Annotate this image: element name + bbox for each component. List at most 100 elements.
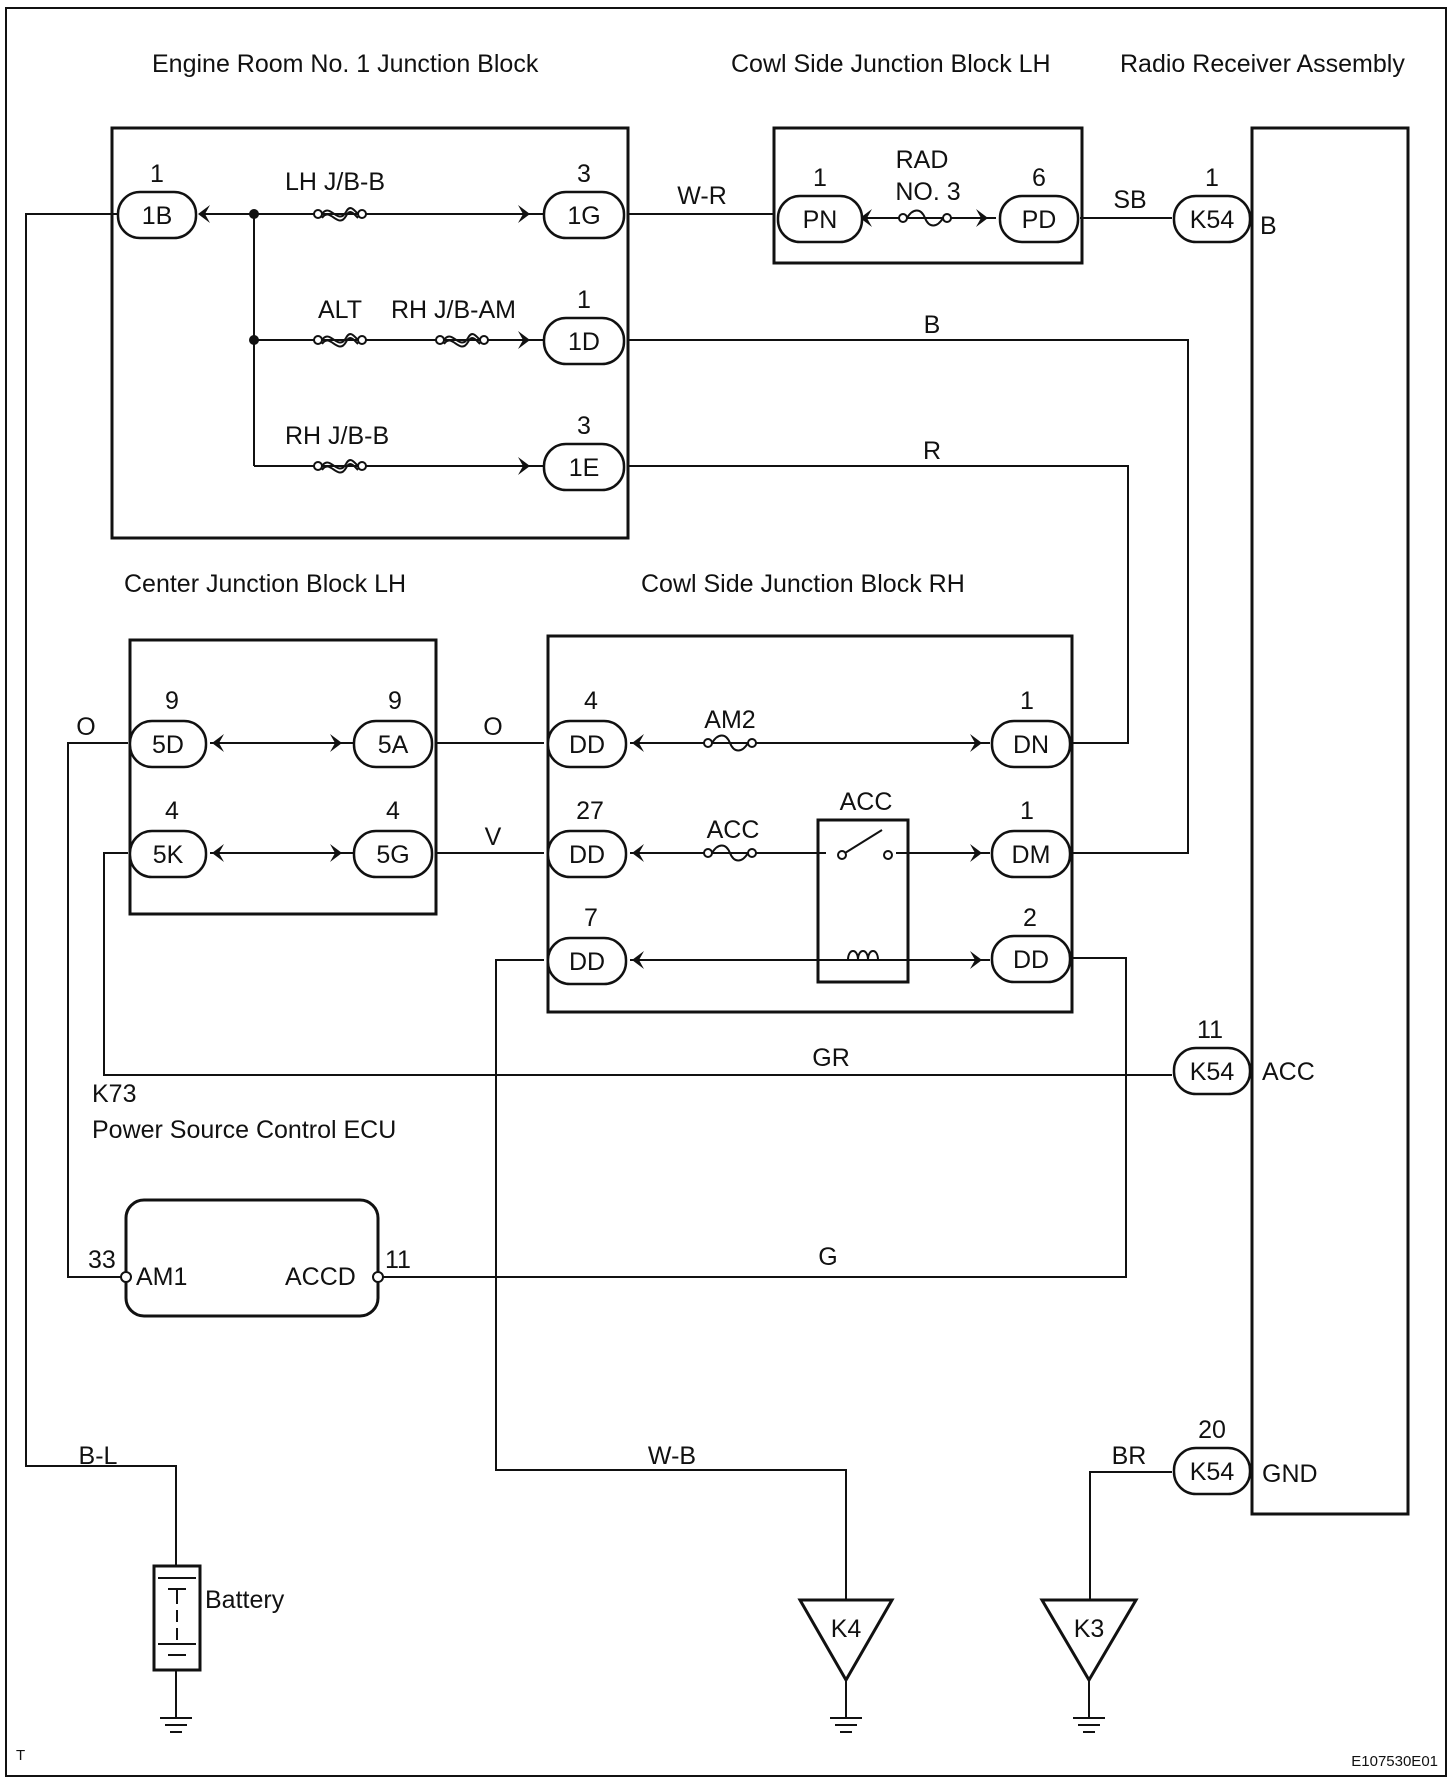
battery-label: Battery (205, 1586, 285, 1614)
pin-number: 1 (813, 164, 827, 192)
fuse-label: RAD (896, 146, 949, 174)
outer-frame (5, 7, 1447, 1777)
connectors (116, 190, 1252, 1496)
fuse-label: ALT (318, 296, 362, 324)
connector-code: K54 (1190, 1458, 1235, 1486)
pin-number: 27 (576, 797, 604, 825)
wire-color-label: V (485, 823, 502, 851)
connector-code: PN (803, 206, 838, 234)
connector-code: DN (1013, 731, 1049, 759)
wire-color-label: B (924, 311, 941, 339)
splice-dot (249, 335, 259, 345)
connector-code: 1D (568, 328, 600, 356)
connector-code: 1B (142, 202, 173, 230)
ecu-pin-number: 11 (385, 1246, 411, 1274)
ground-label-k3: K3 (1074, 1615, 1105, 1643)
pin-number: 11 (1197, 1016, 1223, 1044)
ecu-pin-name: ACCD (285, 1263, 356, 1291)
cowl-lh-title: Cowl Side Junction Block LH (731, 50, 1051, 78)
connector-code: 1G (567, 202, 600, 230)
splice-dot (249, 209, 259, 219)
wire-color-label: GR (812, 1044, 850, 1072)
acc-relay-box (816, 818, 910, 984)
connector-code: DD (1013, 946, 1049, 974)
pin-number: 1 (150, 160, 164, 188)
cowl-rh-junction-box (546, 634, 1074, 1014)
wire-color-label: R (923, 437, 941, 465)
connector-code: 5A (378, 731, 409, 759)
connector-code: 5D (152, 731, 184, 759)
ecu-box (124, 1198, 380, 1318)
wire-color-label: W-B (648, 1442, 696, 1470)
fuse-acc (703, 844, 757, 862)
ecu-name: Power Source Control ECU (92, 1116, 396, 1144)
pin-number: 3 (577, 160, 591, 188)
ground-icon (159, 1717, 193, 1733)
cowl-rh-title: Cowl Side Junction Block RH (641, 570, 965, 598)
wire-color-label: O (483, 713, 502, 741)
ecu-pin-number: 33 (88, 1246, 116, 1274)
pin-number: 4 (584, 687, 598, 715)
wire-color-label: SB (1113, 186, 1146, 214)
center-junction-box (128, 638, 438, 916)
pin-number: 4 (386, 797, 400, 825)
acc-relay-contacts (837, 829, 893, 961)
wire-color-label: W-R (677, 182, 727, 210)
pin-number: 7 (584, 904, 598, 932)
pin-number: 9 (388, 687, 402, 715)
pin-number: 2 (1023, 904, 1037, 932)
connector-code: DD (569, 731, 605, 759)
radio-receiver-box (1250, 126, 1410, 1516)
pin-number: 20 (1198, 1416, 1226, 1444)
connector-code: DD (569, 948, 605, 976)
ecu-pin-am1 (120, 1271, 132, 1283)
wire-color-label: B-L (79, 1442, 118, 1470)
fuse-am2 (703, 734, 757, 752)
pin-number: 4 (165, 797, 179, 825)
cowl-lh-junction-box (772, 126, 1084, 265)
ecu-pin-accd (372, 1271, 384, 1283)
pin-number: 1 (1020, 797, 1034, 825)
ecu-code: K73 (92, 1080, 136, 1108)
terminal-name: ACC (1262, 1058, 1315, 1086)
connector-code: K54 (1190, 1058, 1235, 1086)
ground-label-k4: K4 (831, 1615, 862, 1643)
engine-room-junction-box (110, 126, 630, 540)
fuse-label: RH J/B-AM (391, 296, 516, 324)
wire-color-label: BR (1112, 1442, 1147, 1470)
connector-code: DM (1012, 841, 1051, 869)
engine-room-title: Engine Room No. 1 Junction Block (152, 50, 539, 78)
battery-symbol (152, 1564, 202, 1718)
ecu-pin-name: AM1 (136, 1263, 187, 1291)
connector-code: 5G (376, 841, 409, 869)
pin-number: 3 (577, 412, 591, 440)
ground-point-k4 (797, 1598, 895, 1718)
block-boxes (110, 126, 1410, 1516)
connector-code: PD (1022, 206, 1057, 234)
connector-code: 1E (569, 454, 600, 482)
radio-title: Radio Receiver Assembly (1120, 50, 1405, 78)
connector-code: 5K (153, 841, 184, 869)
terminal-name: B (1260, 212, 1277, 240)
ground-icon (829, 1717, 863, 1733)
ground-icon (1072, 1717, 1106, 1733)
wire-color-label: O (76, 713, 95, 741)
relay-label: ACC (840, 788, 893, 816)
connector-code: K54 (1190, 206, 1235, 234)
connector-code: DD (569, 841, 605, 869)
wire-color-label: G (818, 1243, 837, 1271)
terminal-name: GND (1262, 1460, 1318, 1488)
fuse-label: RH J/B-B (285, 422, 389, 450)
fuse-rad-no3 (898, 209, 952, 227)
wires (25, 213, 1189, 1600)
pin-number: 6 (1032, 164, 1046, 192)
center-lh-title: Center Junction Block LH (124, 570, 406, 598)
pin-number: 1 (577, 286, 591, 314)
figure-code: E107530E01 (1351, 1753, 1438, 1770)
pin-number: 1 (1205, 164, 1219, 192)
fuse-label: ACC (707, 816, 760, 844)
fuse-label: NO. 3 (895, 178, 960, 206)
fuse-label: AM2 (704, 706, 755, 734)
fuse-label: LH J/B-B (285, 168, 385, 196)
